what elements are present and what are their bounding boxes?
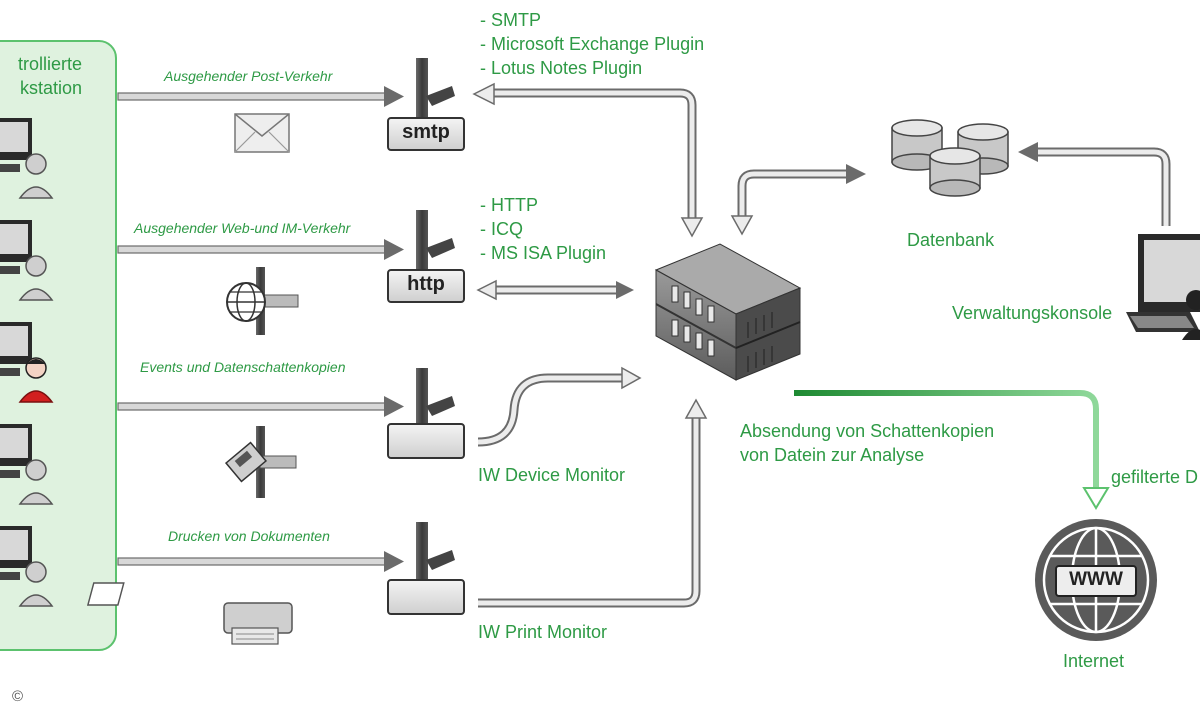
workstation-icon-highlighted bbox=[0, 322, 54, 403]
workstation-icon bbox=[0, 118, 54, 199]
http-plugin-label: http bbox=[407, 273, 445, 295]
internet-globe-icon bbox=[1035, 519, 1157, 641]
smtp-plugin bbox=[387, 58, 465, 151]
arrow-web-flow bbox=[117, 239, 404, 260]
arrow-http-server bbox=[476, 279, 634, 301]
device-monitor-label: IW Device Monitor bbox=[478, 465, 626, 485]
zone-title: trollierte kstation bbox=[17, 54, 82, 98]
list-item: - MS ISA Plugin bbox=[480, 243, 607, 263]
database-icon bbox=[891, 119, 1009, 197]
list-item: - HTTP bbox=[480, 195, 538, 215]
workstation-icon bbox=[0, 220, 54, 301]
print-monitor-plugin bbox=[387, 522, 465, 615]
printer-icon bbox=[86, 582, 293, 645]
arrow-smtp-server bbox=[472, 82, 704, 238]
server-rack-icon bbox=[654, 243, 802, 381]
envelope-icon bbox=[234, 113, 290, 153]
database-label: Datenbank bbox=[907, 230, 995, 250]
workstation-icon bbox=[0, 424, 54, 505]
arrow-console-database bbox=[1018, 142, 1171, 226]
arrow-mail-flow bbox=[117, 86, 404, 107]
shadow-copy-caption: Absendung von Schattenkopien von Datein … bbox=[740, 421, 995, 465]
arrow-print-server bbox=[478, 398, 708, 608]
arrow-device-server bbox=[477, 366, 642, 447]
console-label: Verwaltungskonsole bbox=[952, 303, 1113, 323]
print-monitor-label: IW Print Monitor bbox=[478, 622, 608, 642]
smtp-plugin-label: smtp bbox=[402, 121, 450, 143]
device-monitor-plugin bbox=[387, 368, 465, 459]
internet-label: Internet bbox=[1063, 651, 1125, 671]
list-item: - ICQ bbox=[480, 219, 523, 239]
list-item: - Lotus Notes Plugin bbox=[480, 58, 643, 78]
console-workstation-icon bbox=[1126, 234, 1200, 340]
list-item: - Microsoft Exchange Plugin bbox=[480, 34, 705, 54]
smtp-plugin-list: - SMTP - Microsoft Exchange Plugin - Lot… bbox=[480, 8, 704, 80]
http-plugin bbox=[387, 210, 465, 303]
list-item: - SMTP bbox=[480, 10, 541, 30]
filtered-data-label: gefilterte D bbox=[1111, 467, 1199, 487]
http-plugin-list: - HTTP - ICQ - MS ISA Plugin bbox=[480, 193, 606, 265]
mail-flow-label: Ausgehender Post-Verkehr bbox=[164, 68, 333, 84]
events-flow-label: Events und Datenschattenkopien bbox=[140, 359, 346, 375]
device-plugin-icon bbox=[224, 426, 297, 498]
arrow-server-database bbox=[730, 164, 866, 236]
workstation-icon bbox=[0, 526, 54, 607]
copyright-mark: © bbox=[12, 688, 24, 705]
web-flow-label: Ausgehender Web-und IM-Verkehr bbox=[134, 220, 351, 236]
print-flow-label: Drucken von Dokumenten bbox=[168, 528, 330, 544]
globe-plugin-icon bbox=[226, 267, 299, 335]
arrow-print-flow bbox=[117, 551, 404, 572]
arrow-shadow-copies bbox=[794, 390, 1110, 510]
www-badge: WWW bbox=[1069, 569, 1123, 590]
arrow-events-flow bbox=[117, 396, 404, 417]
